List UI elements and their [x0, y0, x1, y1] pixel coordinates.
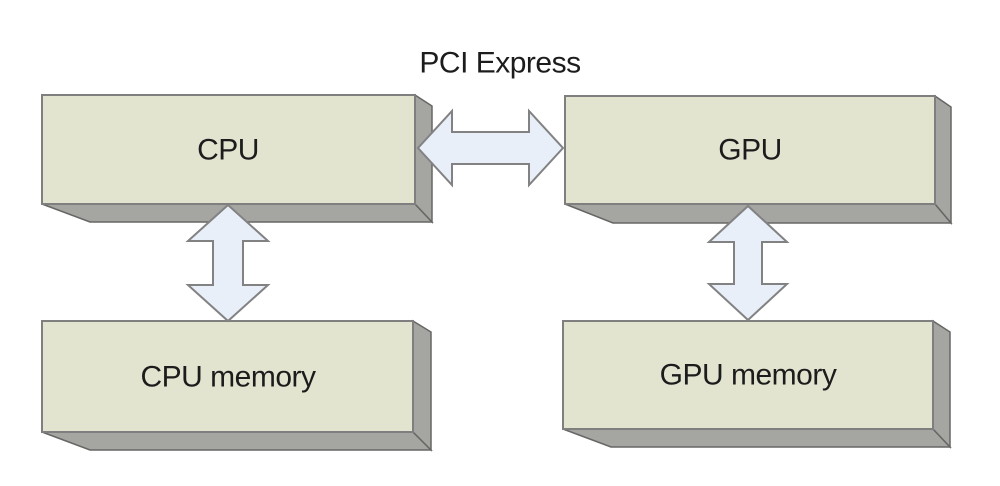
gpu-box-front [564, 95, 936, 205]
cpu-label: CPU [197, 134, 259, 167]
gpu-box: GPU [564, 94, 953, 226]
gpu-memory-label: GPU memory [660, 359, 837, 392]
cpu-box: CPU [41, 93, 434, 224]
cpu-memory-box-front [41, 320, 414, 433]
pci-express-arrow [416, 108, 565, 188]
gpu-label: GPU [718, 134, 782, 167]
gpu-memory-box-front [562, 320, 934, 430]
gpu-memory-box: GPU memory [562, 319, 952, 449]
cpu-memory-box: CPU memory [41, 319, 433, 452]
gpu-box-side-right [934, 94, 952, 226]
gpu-memory-box-side-right [932, 319, 951, 449]
cpu-memory-label: CPU memory [140, 361, 316, 394]
cpu-memory-arrow [185, 203, 271, 323]
pci-express-label: PCI Express [419, 47, 580, 80]
cpu-memory-box-side-bottom [41, 431, 433, 451]
gpu-memory-box-side-bottom [562, 428, 952, 448]
cpu-box-front [41, 94, 416, 205]
cpu-memory-box-side-right [412, 319, 432, 452]
gpu-memory-arrow [706, 204, 790, 322]
